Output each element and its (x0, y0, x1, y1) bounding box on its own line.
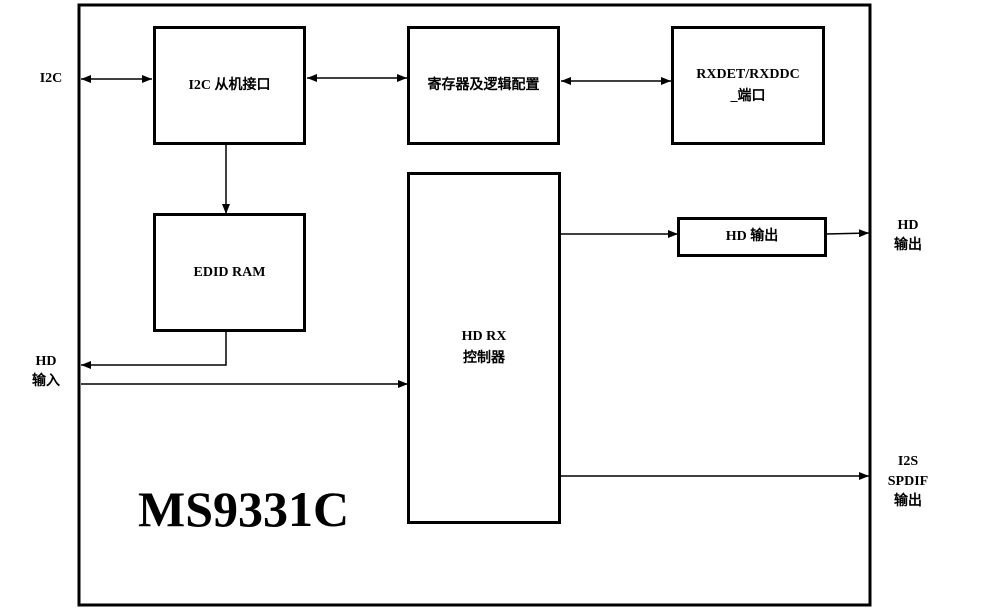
label-hd-input-line1: HD (35, 354, 57, 369)
chip-name: MS9331C (138, 481, 350, 537)
label-i2c: I2C (39, 71, 63, 86)
label-audio-output: I2S SPDIF 输出 (878, 452, 938, 512)
block-rxdet-port: RXDET/RXDDC _端口 (671, 26, 825, 145)
block-register-logic-label: 寄存器及逻辑配置 (427, 77, 540, 93)
label-audio-line1: I2S (897, 454, 919, 469)
chip-outline (77, 3, 872, 607)
arrow-edid-hdin (81, 331, 227, 369)
block-register-logic: 寄存器及逻辑配置 (407, 26, 560, 145)
block-hd-output: HD 输出 (677, 217, 827, 257)
label-hd-input-line2: 输入 (32, 374, 60, 389)
label-audio-line2: SPDIF (887, 474, 929, 489)
block-rxdet-line2: _端口 (730, 88, 766, 104)
block-hd-rx-controller: HD RX 控制器 (407, 172, 561, 524)
arrow-hdout-ext (825, 229, 870, 238)
block-hd-output-label: HD 输出 (725, 229, 779, 244)
label-audio-line3: 输出 (894, 494, 922, 509)
block-edid-ram-label: EDID RAM (193, 264, 266, 280)
block-i2c-slave-label: I2C 从机接口 (188, 77, 271, 93)
block-i2c-slave: I2C 从机接口 (153, 26, 306, 145)
block-hd-rx-line2: 控制器 (463, 351, 505, 366)
block-edid-ram: EDID RAM (153, 213, 306, 332)
block-rxdet-line1: RXDET/RXDDC (696, 66, 800, 82)
label-hd-input: HD 输入 (26, 352, 66, 392)
label-hd-output-line1: HD (897, 218, 919, 233)
block-hd-rx-line1: HD RX (461, 329, 507, 344)
label-hd-output-line2: 输出 (894, 238, 922, 253)
label-hd-output: HD 输出 (888, 216, 928, 256)
